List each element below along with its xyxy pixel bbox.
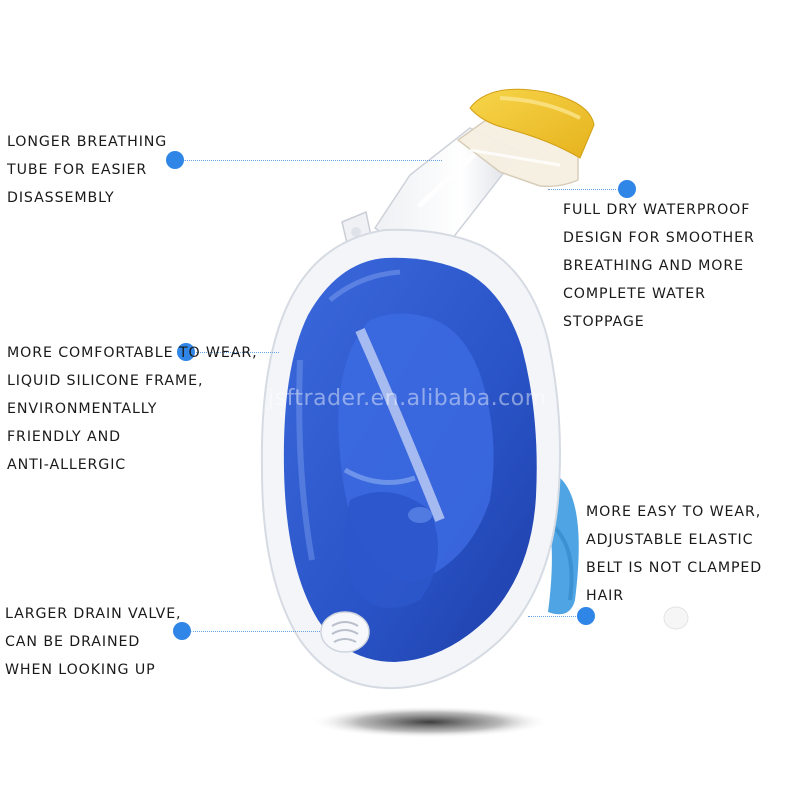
callout-line: LONGER BREATHING [7,134,168,150]
callout-dot [173,622,191,640]
callout-line: ENVIRONMENTALLY [7,401,158,417]
callout-dot [618,180,636,198]
callout-dot [577,607,595,625]
callout-line: ADJUSTABLE ELASTIC [586,532,754,548]
leader-line [528,616,586,617]
strap-knob [663,606,689,630]
leader-line [548,189,626,190]
callout-line: DISASSEMBLY [7,190,115,206]
callout-silicone-frame: MORE COMFORTABLE TO WEAR, LIQUID SILICON… [7,339,258,479]
leader-line [184,160,442,161]
callout-drain-valve: LARGER DRAIN VALVE, CAN BE DRAINED WHEN … [5,600,181,684]
callout-breathing-tube: LONGER BREATHING TUBE FOR EASIER DISASSE… [7,128,167,212]
callout-line: ANTI-ALLERGIC [7,457,127,473]
floor-shadow [310,706,550,738]
tube-cap [469,88,595,159]
callout-line: DESIGN FOR SMOOTHER [563,230,755,246]
callout-dot [166,151,184,169]
callout-dot [177,343,195,361]
leader-line [187,352,279,353]
callout-line: FULL DRY WATERPROOF [563,202,751,218]
leader-line [182,631,320,632]
drain-valve [320,611,370,653]
callout-line: MORE COMFORTABLE TO WEAR, [7,345,258,361]
callout-line: TUBE FOR EASIER [7,162,148,178]
callout-line: MORE EASY TO WEAR, [586,504,762,520]
callout-line: BELT IS NOT CLAMPED [586,560,763,576]
callout-line: BREATHING AND MORE [563,258,744,274]
callout-line: LIQUID SILICONE FRAME, [7,373,204,389]
callout-elastic-belt: MORE EASY TO WEAR, ADJUSTABLE ELASTIC BE… [586,498,762,610]
callout-line: HAIR [586,588,625,604]
callout-line: LARGER DRAIN VALVE, [5,606,182,622]
callout-line: CAN BE DRAINED [5,634,141,650]
watermark: jsftrader.en.alibaba.com [268,386,547,411]
callout-line: COMPLETE WATER [563,286,706,302]
callout-line: STOPPAGE [563,314,645,330]
callout-dry-top: FULL DRY WATERPROOF DESIGN FOR SMOOTHER … [563,196,755,336]
callout-line: WHEN LOOKING UP [5,662,156,678]
callout-line: FRIENDLY AND [7,429,121,445]
